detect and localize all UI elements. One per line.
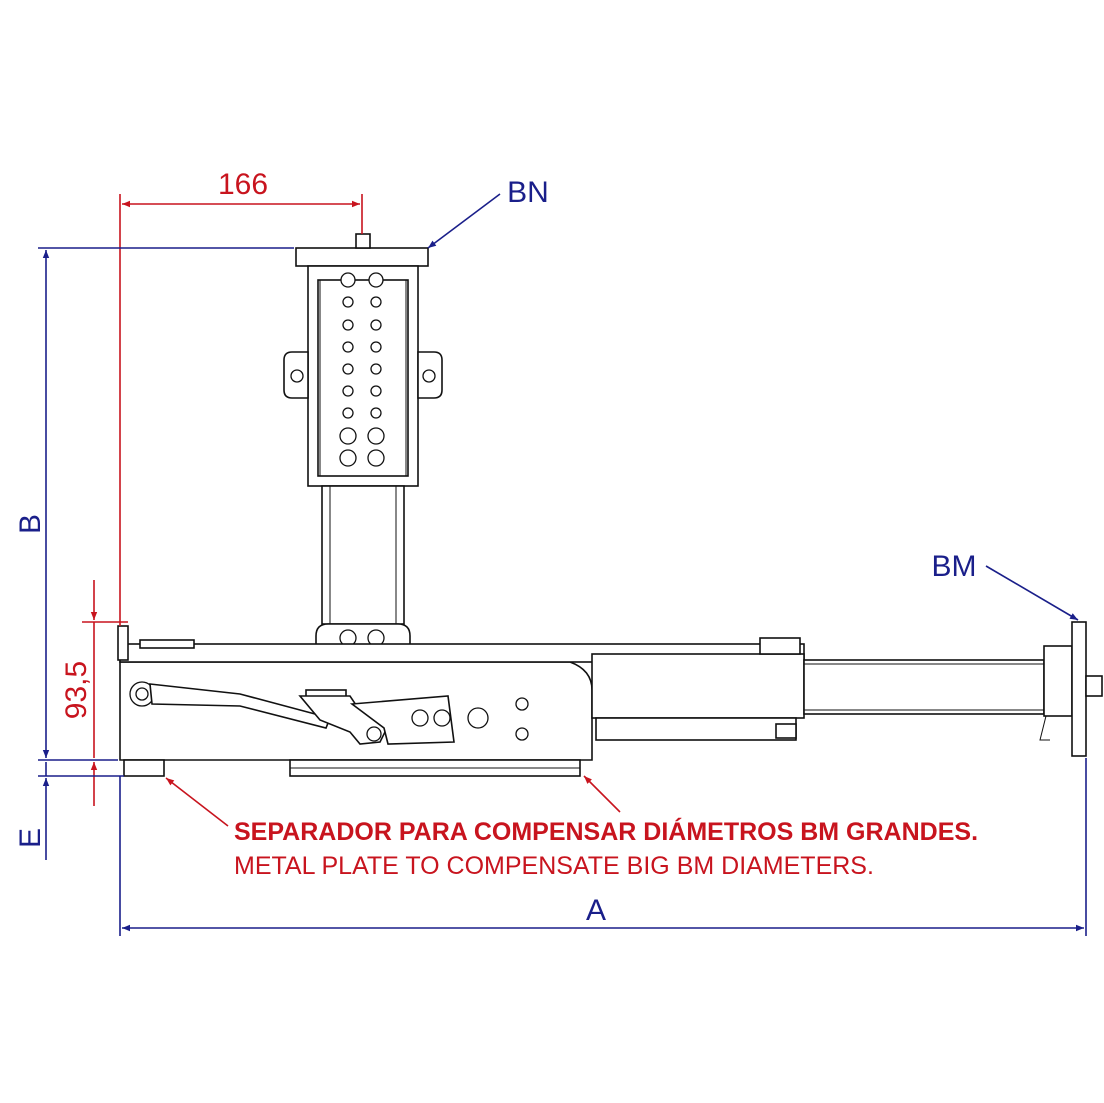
callout-bm-label: BM <box>932 550 977 583</box>
dimension-93-5-label: 93,5 <box>60 661 93 719</box>
machine-body <box>117 233 1103 777</box>
note-spanish: SEPARADOR PARA COMPENSAR DIÁMETROS BM GR… <box>234 817 978 846</box>
note-english: METAL PLATE TO COMPENSATE BIG BM DIAMETE… <box>234 852 874 880</box>
dimension-166: 166 <box>119 168 363 626</box>
dimension-b: B <box>14 247 294 761</box>
callout-bm: BM <box>932 550 1079 621</box>
dimension-a: A <box>119 758 1087 936</box>
callout-bn-label: BN <box>507 176 549 209</box>
dimension-93-5: 93,5 <box>60 580 128 806</box>
dimension-b-label: B <box>14 514 47 534</box>
spacer-leaders <box>165 775 621 827</box>
adjustment-holes <box>339 272 385 467</box>
dimension-166-label: 166 <box>218 168 268 201</box>
dimension-e-label: E <box>14 828 47 848</box>
callout-bn: BN <box>427 176 549 249</box>
dimension-e: E <box>14 762 124 860</box>
dimension-a-label: A <box>586 894 606 927</box>
